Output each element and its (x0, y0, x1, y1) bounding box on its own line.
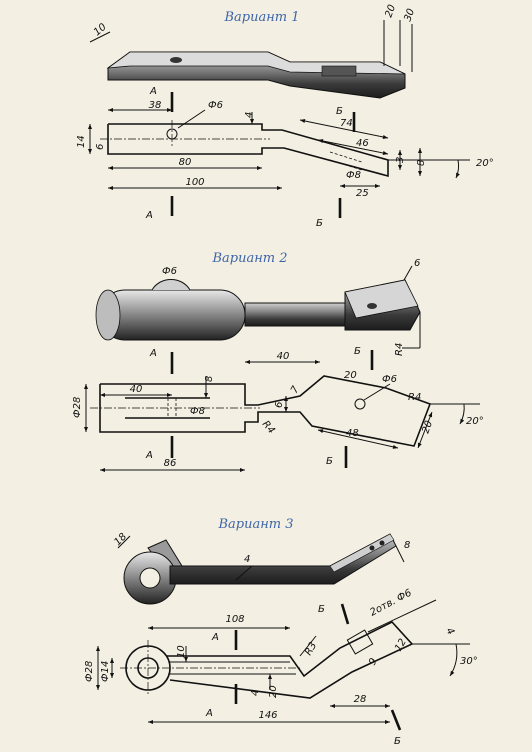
v2-dim-r4-front: R4 (408, 392, 421, 403)
v2-dim-phi8: Ф8 (190, 406, 205, 417)
v3-dim-r3: R3 (303, 640, 319, 657)
v3-dim-146: 146 (258, 710, 277, 721)
v1-dim-8: 8 (416, 160, 427, 166)
v1-dim-74: 74 (340, 118, 353, 129)
v2-dim-phi6: Ф6 (162, 266, 177, 277)
v1-dim-38: 38 (149, 100, 162, 111)
variant-2-front-view (84, 350, 480, 472)
v1-label-b-top: Б (336, 106, 343, 117)
v3-dim-30deg: 30° (460, 656, 478, 667)
v3-dim-4-iso: 4 (244, 554, 250, 565)
v1-dim-14: 14 (76, 135, 87, 148)
v1-dim-6: 6 (95, 144, 106, 150)
v3-dim-4-right: 4 (443, 626, 456, 637)
v1-dim-20deg: 20° (476, 158, 494, 169)
v3-dim-phi14: Ф14 (100, 661, 111, 682)
v3-dim-phi28: Ф28 (84, 661, 95, 682)
v2-dim-7: 7 (289, 384, 302, 396)
v2-dim-40-top: 40 (277, 351, 290, 362)
v2-dim-20deg: 20° (466, 416, 484, 427)
v2-dim-r4-bend: R4 (260, 419, 277, 436)
v1-dim-46: 46 (356, 138, 369, 149)
variant-1-front-view (88, 92, 470, 218)
v1-dim-80: 80 (179, 157, 192, 168)
variant-3-isometric-view (117, 533, 405, 605)
variant-2-title: Вариант 2 (211, 251, 287, 266)
v2-dim-phi28: Ф28 (72, 397, 83, 418)
v2-dim-48: 48 (346, 428, 359, 439)
v3-dim-108: 108 (225, 614, 244, 625)
v1-dim-3: 3 (395, 157, 406, 163)
variant-2-isometric-view (95, 265, 421, 349)
v1-dim-10: 10 (92, 22, 109, 39)
v1-dim-100: 100 (185, 177, 204, 188)
v1-dim-phi6: Ф6 (208, 100, 223, 111)
v1-dim-25: 25 (356, 188, 369, 199)
v3-dim-28: 28 (354, 694, 367, 705)
v1-iso-dim-line (89, 31, 111, 43)
v3-dim-20: 20 (268, 685, 279, 698)
v3-label-b-top: Б (318, 604, 325, 615)
v2-label-b-bottom: Б (326, 456, 333, 467)
v1-dim-30: 30 (402, 7, 417, 23)
v1-label-a-bottom: А (145, 210, 153, 221)
v2-label-a-bottom: А (145, 450, 153, 461)
v2-dim-40-left: 40 (130, 384, 143, 395)
v3-label-a-bottom: А (205, 708, 213, 719)
v3-dim-4: 4 (250, 690, 261, 696)
variant-3-title: Вариант 3 (217, 517, 293, 532)
v2-label-a-top: А (149, 348, 157, 359)
v3-dim-10: 10 (176, 645, 187, 658)
v2-dim-6: 6 (274, 402, 285, 408)
v3-dim-9: 9 (367, 656, 380, 667)
v2-dim-phi6-front: Ф6 (382, 374, 397, 385)
v1-dim-4: 4 (244, 112, 255, 118)
variant-1-isometric-view (89, 20, 413, 99)
v2-dim-20-side: 20 (420, 419, 435, 435)
v2-dim-6: 6 (414, 258, 420, 269)
v2-label-b-top: Б (354, 346, 361, 357)
v2-dim-86: 86 (164, 458, 177, 469)
v3-label-b-bottom: Б (394, 736, 401, 747)
v2-dim-r4-iso: R4 (394, 343, 405, 356)
variant-3-front-view (96, 599, 470, 731)
v2-dim-20: 20 (344, 370, 357, 381)
v1-label-a-top: А (149, 86, 157, 97)
v1-dim-20: 20 (383, 3, 398, 19)
v2-dim-8: 8 (204, 376, 215, 382)
v3-dim-8: 8 (404, 540, 410, 551)
v3-dim-18: 18 (112, 531, 129, 548)
variant-1-title: Вариант 1 (223, 10, 299, 25)
v1-dim-phi8: Ф8 (346, 170, 361, 181)
v1-label-b-bottom: Б (316, 218, 323, 229)
v3-label-a-top: А (211, 632, 219, 643)
